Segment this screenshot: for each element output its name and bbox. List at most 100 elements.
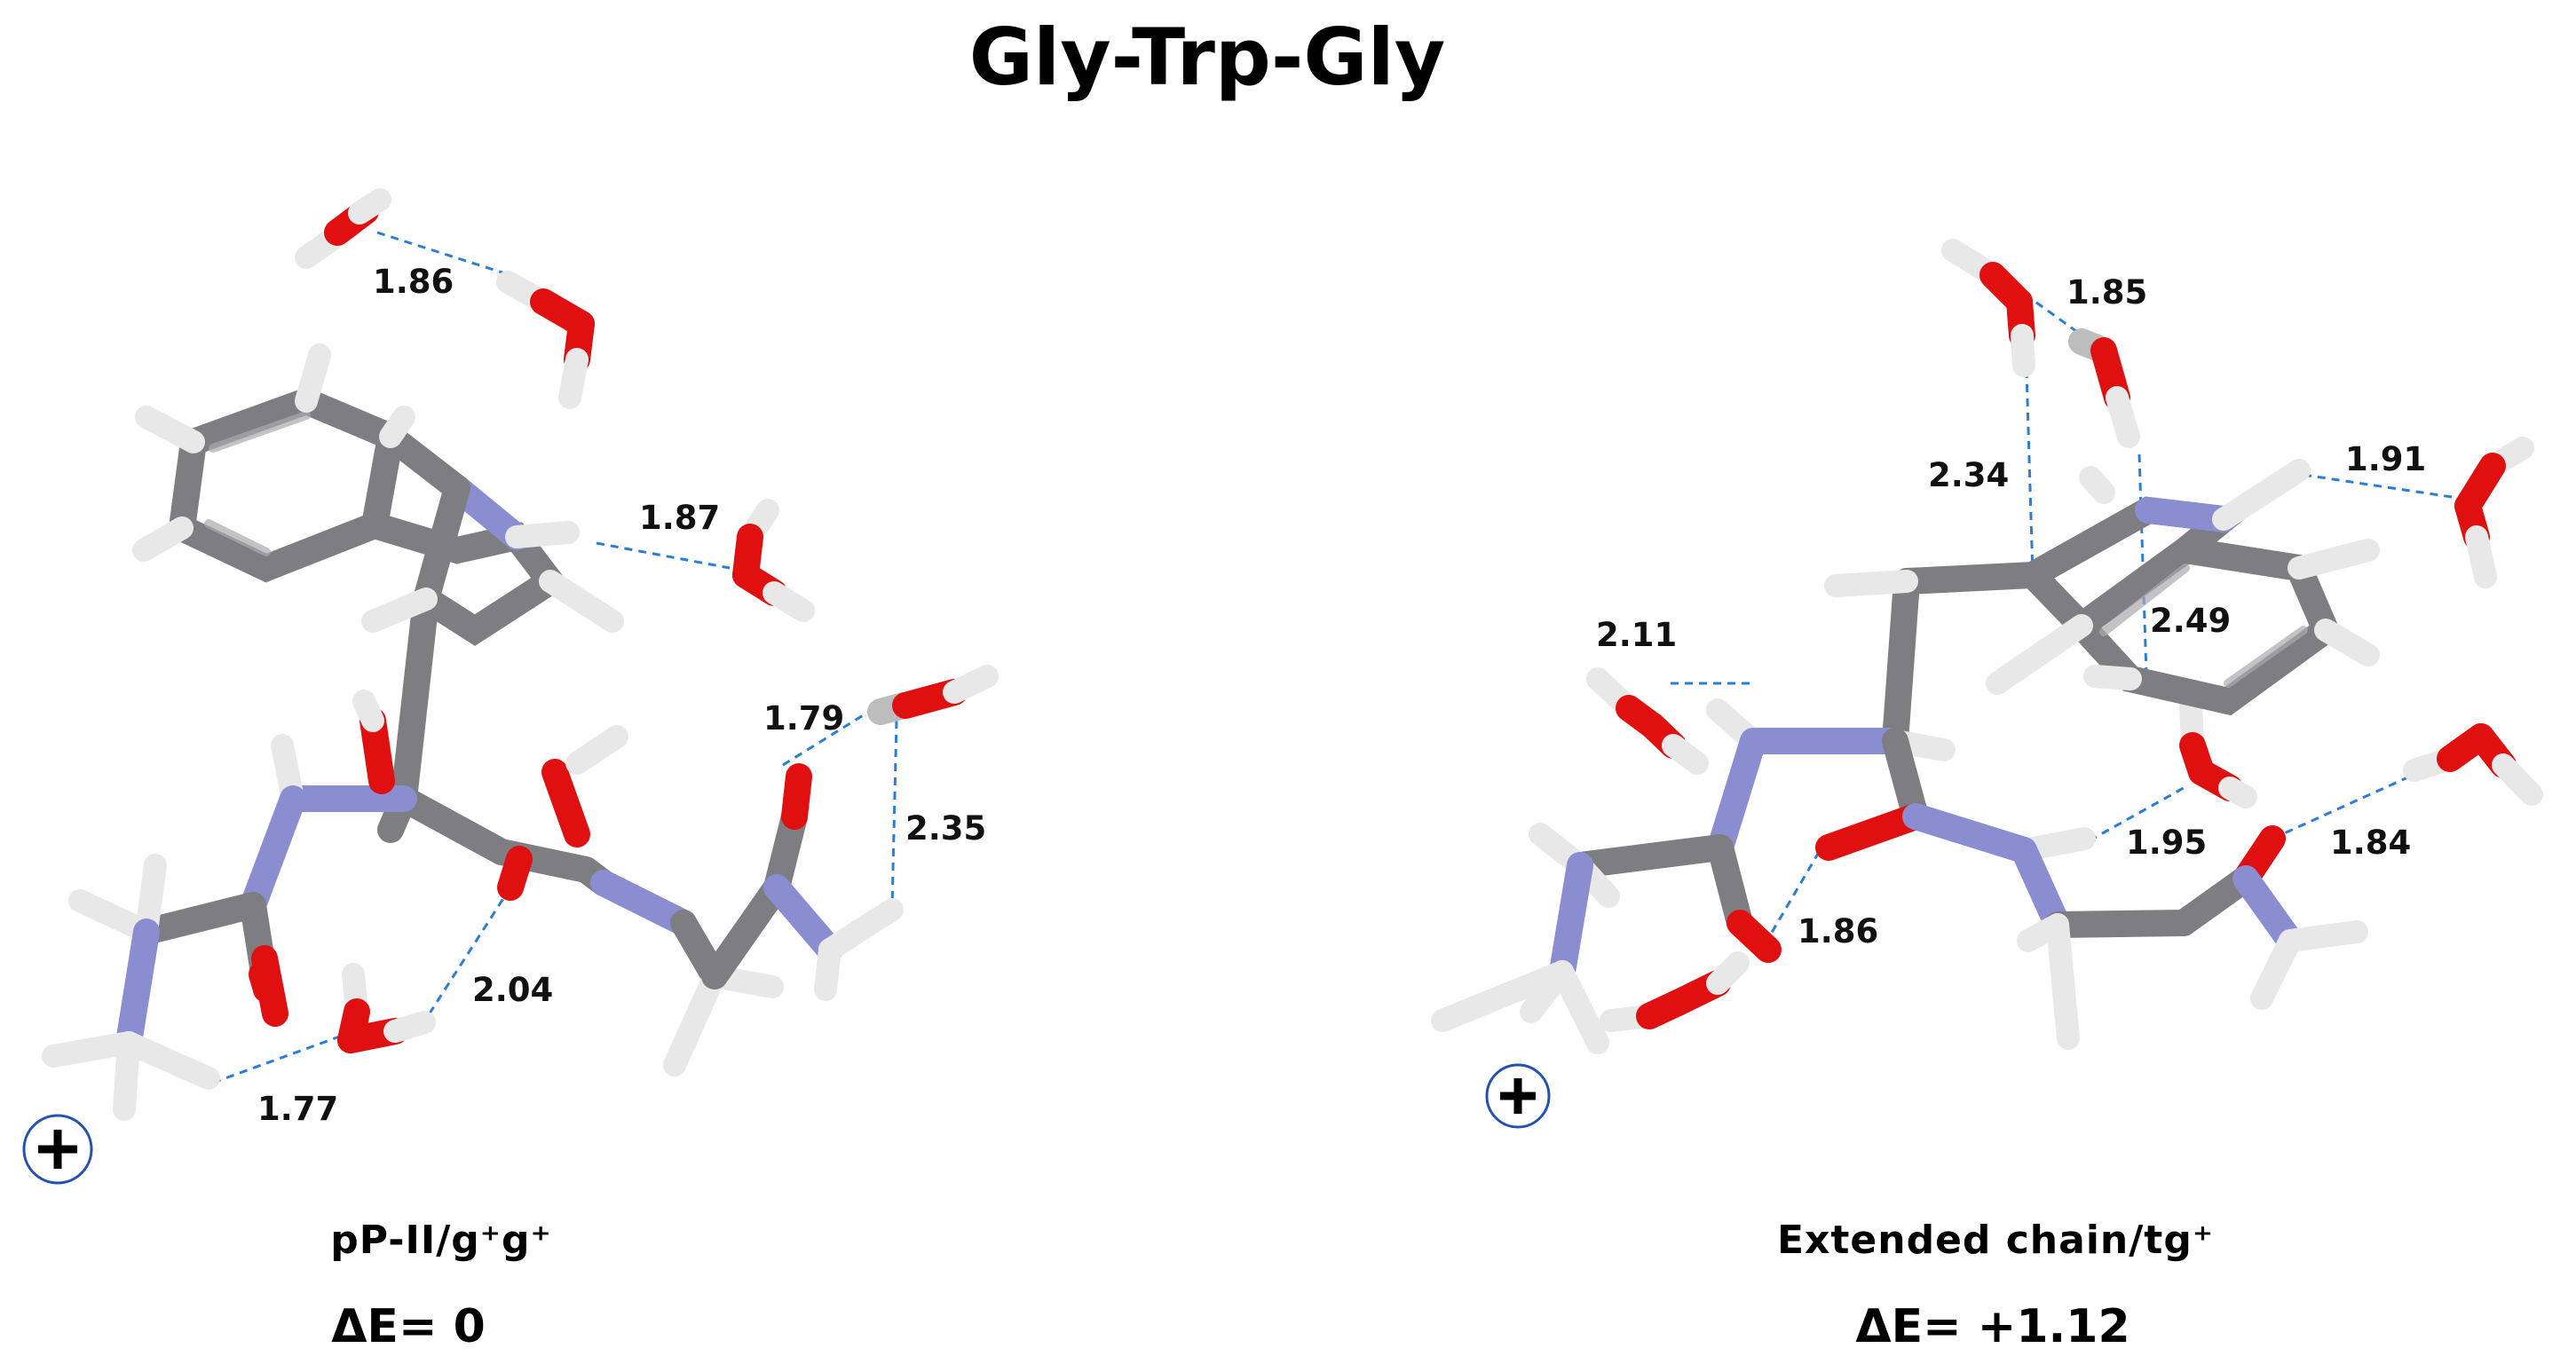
bond bbox=[2011, 837, 2071, 938]
bond bbox=[663, 965, 726, 1076]
distance-label: 1.91 bbox=[2345, 440, 2426, 478]
water bbox=[1662, 734, 1709, 775]
water bbox=[763, 581, 815, 622]
distance-label: 1.84 bbox=[2330, 824, 2411, 862]
bond bbox=[135, 406, 205, 453]
water bbox=[2218, 777, 2257, 808]
water bbox=[943, 665, 999, 704]
bond bbox=[1567, 834, 1734, 879]
bond bbox=[1824, 570, 1918, 597]
distance-label: 2.49 bbox=[2150, 602, 2231, 640]
bond bbox=[2044, 910, 2197, 938]
conformer-caption: Extended chain/tg⁺ bbox=[1777, 1218, 2214, 1263]
distance-label: 2.11 bbox=[1596, 616, 1677, 654]
distance-label: 1.86 bbox=[1798, 912, 1878, 950]
bond bbox=[2212, 459, 2311, 531]
bond bbox=[295, 343, 331, 413]
bond bbox=[701, 874, 790, 990]
bond bbox=[413, 475, 470, 612]
distance-label: 1.87 bbox=[639, 499, 720, 537]
water bbox=[558, 348, 589, 409]
bond bbox=[1551, 960, 1609, 1054]
hbond bbox=[212, 1033, 345, 1084]
water bbox=[2106, 386, 2140, 448]
distance-label: 1.86 bbox=[373, 263, 454, 301]
carbonyl bbox=[497, 846, 533, 901]
bond bbox=[113, 1031, 140, 1121]
distance-label: 1.79 bbox=[763, 699, 844, 737]
bond bbox=[763, 874, 843, 963]
bond bbox=[391, 785, 515, 865]
bond bbox=[240, 785, 306, 919]
water bbox=[348, 188, 391, 225]
bond bbox=[391, 586, 439, 812]
carbonyl bbox=[781, 763, 812, 830]
hbond bbox=[596, 541, 731, 570]
bond bbox=[115, 919, 160, 1056]
bond bbox=[132, 516, 194, 562]
distance-label: 2.04 bbox=[472, 971, 553, 1009]
water-molecules-left bbox=[295, 188, 999, 1053]
bond bbox=[505, 521, 580, 548]
bond bbox=[539, 570, 624, 633]
water bbox=[2492, 753, 2543, 806]
molecule-right: 1.85 2.34 1.91 2.11 2.49 1.95 1.84 1.86 … bbox=[1431, 239, 2543, 1353]
bond bbox=[209, 411, 311, 453]
molecule-left: 1.86 1.87 1.79 2.35 2.04 1.77 pP-II/g⁺g⁺… bbox=[22, 188, 999, 1353]
water bbox=[383, 1011, 436, 1043]
bond bbox=[352, 690, 384, 732]
backbone-left bbox=[42, 586, 904, 1121]
carbonyl bbox=[251, 945, 288, 1027]
water bbox=[2011, 324, 2035, 377]
carbonyl bbox=[1727, 910, 1782, 963]
hbond bbox=[376, 231, 511, 277]
bond bbox=[117, 1031, 220, 1090]
bond bbox=[2135, 497, 2237, 532]
bond bbox=[1520, 960, 1574, 1023]
bond bbox=[814, 938, 842, 1001]
bond bbox=[133, 892, 266, 945]
relative-energy: ΔE= 0 bbox=[331, 1300, 486, 1353]
bond bbox=[42, 1031, 140, 1068]
bond bbox=[204, 519, 271, 556]
bond bbox=[361, 587, 438, 633]
hydrogen-bonds-left bbox=[212, 231, 898, 1084]
bond bbox=[565, 725, 628, 775]
bond bbox=[2224, 626, 2308, 688]
bond bbox=[2288, 539, 2380, 580]
indole-ring-left bbox=[132, 343, 624, 646]
bond bbox=[1549, 852, 1593, 985]
water bbox=[1706, 951, 1750, 995]
hbond bbox=[2303, 473, 2453, 499]
bond bbox=[2083, 665, 2142, 690]
water-molecules-right bbox=[1586, 239, 2543, 1032]
bond bbox=[2099, 564, 2190, 636]
bond bbox=[377, 423, 470, 501]
hbond bbox=[782, 708, 873, 767]
bond bbox=[2314, 619, 2380, 666]
bond bbox=[2232, 865, 2303, 954]
positive-charge-right bbox=[1485, 1063, 1551, 1129]
positive-charge-left bbox=[22, 1114, 93, 1185]
hbond bbox=[424, 887, 512, 1020]
figure-title: Gly-Trp-Gly bbox=[969, 12, 1445, 103]
bond bbox=[1882, 568, 1920, 754]
conformer-caption: pP-II/g⁺g⁺ bbox=[330, 1218, 552, 1263]
bond bbox=[1986, 614, 2093, 695]
bond bbox=[2250, 929, 2302, 1010]
bond bbox=[2079, 466, 2115, 504]
backbone-right bbox=[1431, 568, 2368, 1054]
bond bbox=[379, 406, 415, 448]
hbond bbox=[890, 720, 898, 908]
water bbox=[2465, 525, 2497, 588]
bond bbox=[1902, 803, 2037, 863]
hbond bbox=[2024, 341, 2035, 576]
bond bbox=[1707, 728, 1766, 861]
distance-label: 2.35 bbox=[905, 809, 986, 848]
relative-energy: ΔE= +1.12 bbox=[1855, 1300, 2130, 1353]
indole-ring-right bbox=[1893, 459, 2380, 716]
bond bbox=[818, 898, 904, 961]
bond bbox=[590, 870, 697, 936]
distance-label: 2.34 bbox=[1928, 456, 2009, 494]
